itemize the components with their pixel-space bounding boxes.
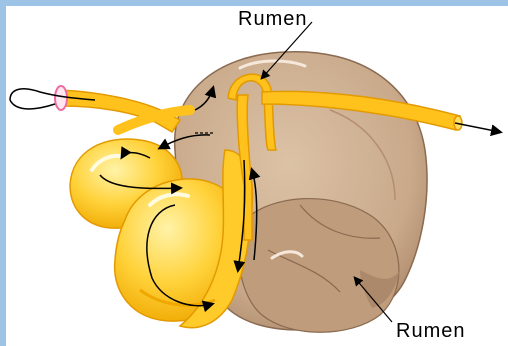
rumen-lower-lobe	[239, 199, 399, 333]
label-rumen-top: Rumen	[238, 8, 307, 31]
esophagus	[55, 86, 190, 132]
esophagus-opening	[55, 86, 67, 110]
label-rumen-bottom: Rumen	[396, 320, 465, 343]
yellow-compartments	[70, 139, 253, 328]
arrow-icon	[10, 100, 55, 109]
